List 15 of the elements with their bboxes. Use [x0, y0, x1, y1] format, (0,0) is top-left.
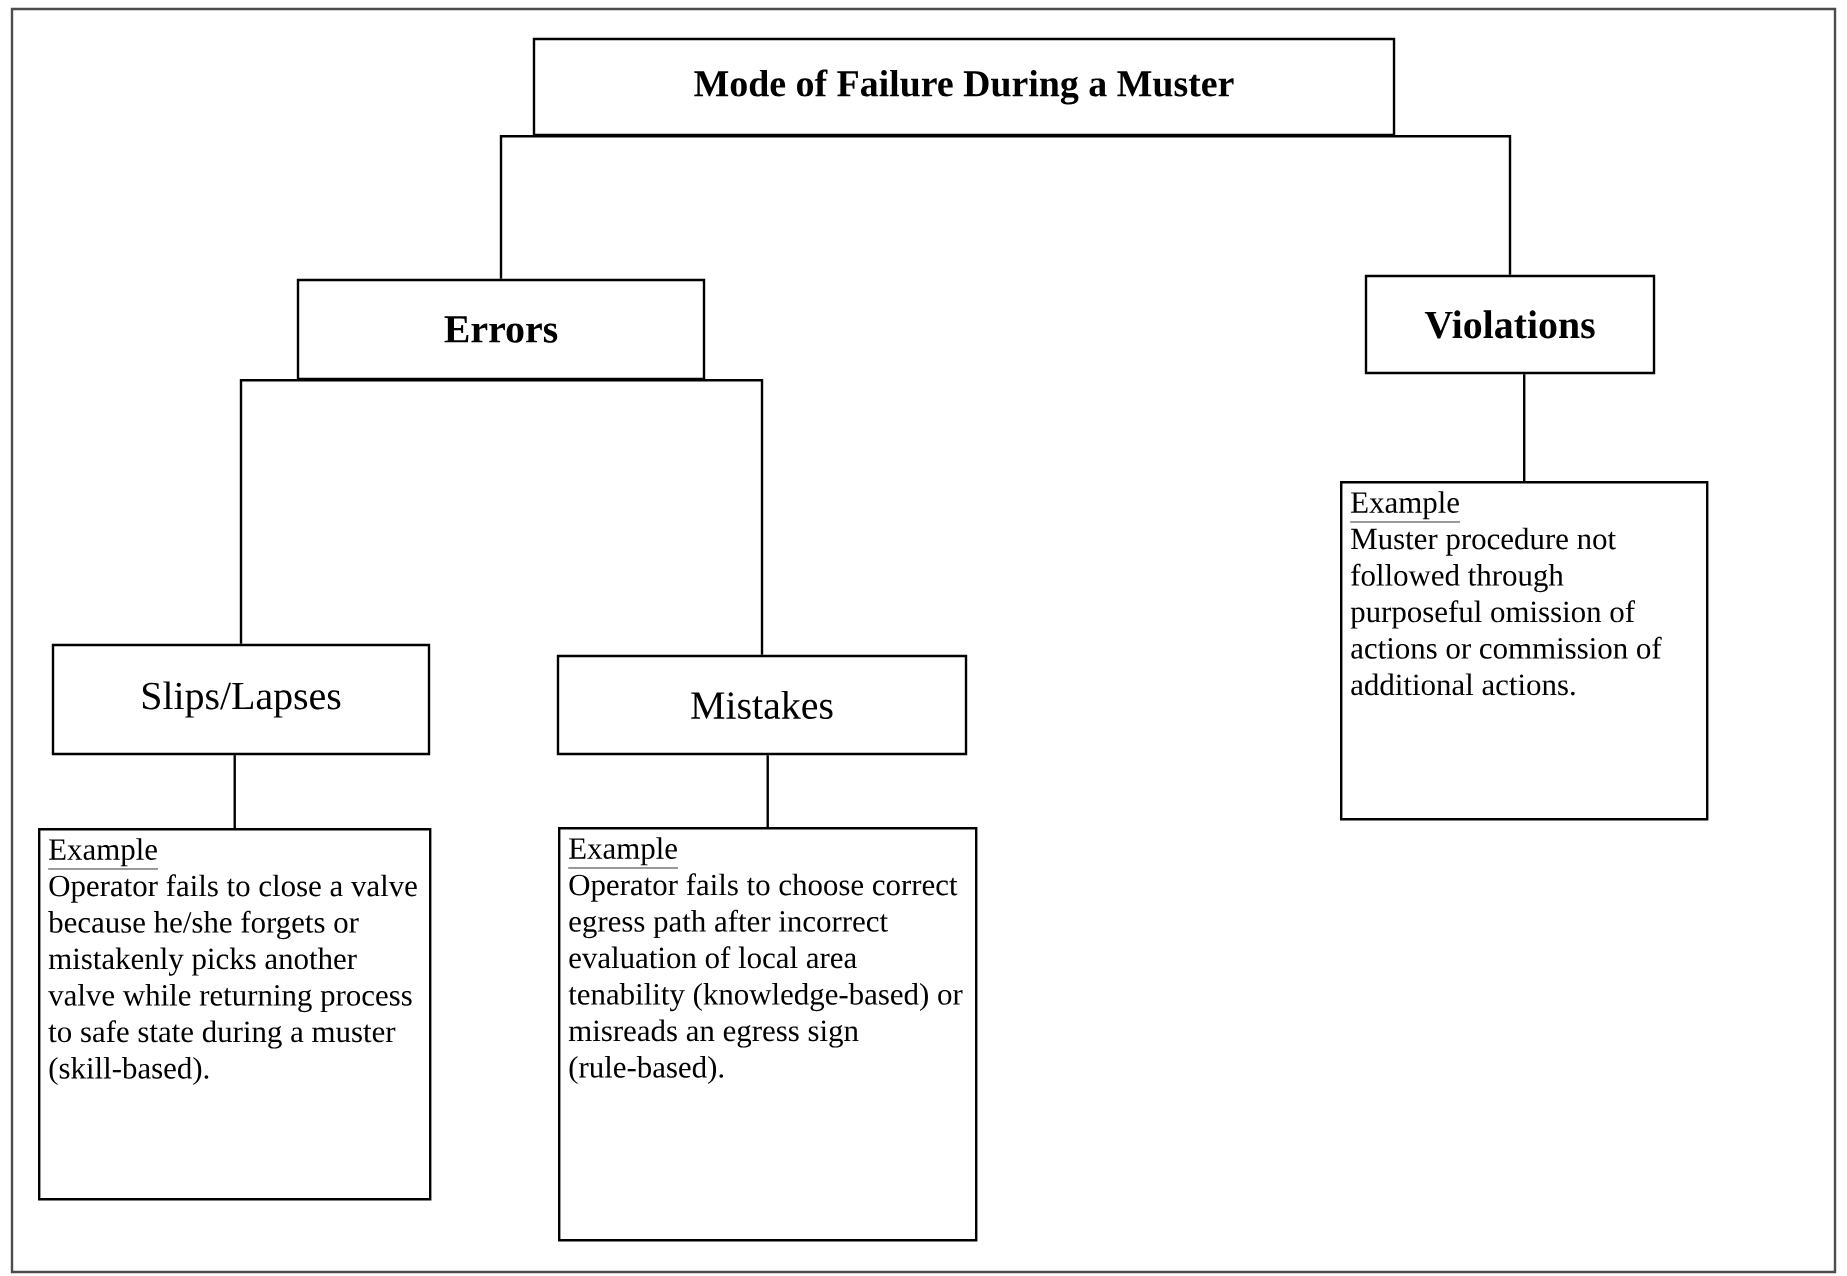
category-box: Violations — [1364, 274, 1656, 375]
title-box: Mode of Failure During a Muster — [532, 37, 1396, 137]
connector-line — [501, 379, 764, 655]
example-box: Example Muster procedure not followed through purposeful omission of actions or commission of additional actions. — [1340, 481, 1709, 821]
connector-line — [766, 755, 769, 827]
category-box: Mistakes — [556, 654, 968, 756]
connector-line — [233, 755, 236, 828]
category-box: Errors — [296, 278, 706, 381]
example-box: Example Operator fails to choose correct egress path after incorrect evaluation of local area tenability (knowledge-based) or misreads an egress sign (rule-based). — [558, 827, 978, 1242]
connector-line — [499, 135, 964, 279]
category-box: Slips/Lapses — [51, 643, 431, 756]
example-box: Example Operator fails to close a valve because he/she forgets or mistakenly picks another valve while returning process to safe state during a muster (skill-based). — [38, 828, 432, 1201]
connector-line — [239, 379, 501, 644]
connector-line — [1523, 374, 1526, 481]
connector-line — [964, 135, 1512, 275]
